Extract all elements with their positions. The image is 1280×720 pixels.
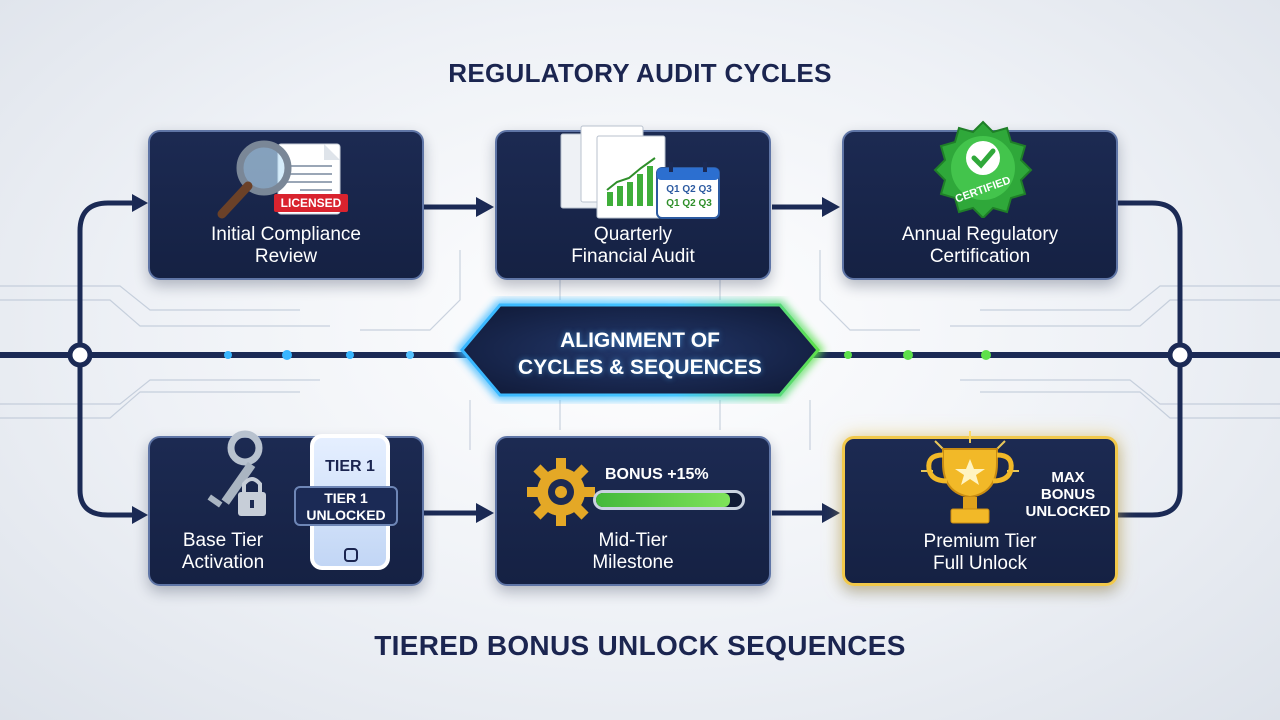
- axis-dots: [224, 350, 991, 360]
- progress-fill: [596, 493, 731, 507]
- certified-seal-icon: [933, 120, 1033, 218]
- calendar-row-2: Q1 Q2 Q3: [666, 198, 712, 209]
- audit-cycles-title: REGULATORY AUDIT CYCLES: [448, 58, 832, 88]
- card-label-line-1: Initial Compliance: [211, 224, 361, 245]
- badge-line-1: TIER 1: [324, 490, 368, 506]
- badge-line-2: UNLOCKED: [306, 507, 386, 523]
- hub-line-1: ALIGNMENT OF: [560, 329, 720, 352]
- licensed-badge: LICENSED: [280, 196, 342, 210]
- card-label-line-1: Annual Regulatory: [901, 224, 1059, 245]
- card-label-line-2: Certification: [929, 246, 1031, 267]
- max-bonus-badge: MAX BONUS UNLOCKED: [1023, 469, 1113, 520]
- mid-tier-card[interactable]: BONUS +15% Mid-Tier Milestone: [495, 436, 771, 586]
- card-label-line-2: Full Unlock: [933, 553, 1027, 574]
- bonus-label: BONUS +15%: [605, 466, 709, 483]
- bonus-progress-bar: [593, 490, 745, 510]
- card-label-line-2: Review: [254, 246, 318, 267]
- max-line-2: BONUS: [1040, 486, 1096, 503]
- alignment-hub-label: ALIGNMENT OF CYCLES & SEQUENCES: [462, 327, 818, 381]
- calendar-row-1: Q1 Q2 Q3: [666, 184, 712, 195]
- card-label-line-1: Base Tier: [182, 530, 264, 551]
- trophy-icon: [921, 431, 1019, 524]
- hub-shape: [460, 303, 820, 397]
- card-label-line-2: Milestone: [592, 552, 674, 573]
- magnifier-document-icon: [217, 140, 348, 219]
- premium-tier-card[interactable]: MAX BONUS UNLOCKED Premium Tier Full Unl…: [842, 431, 1118, 586]
- card-label-line-1: Mid-Tier: [598, 530, 668, 551]
- hub-line-2: CYCLES & SEQUENCES: [518, 356, 762, 379]
- card-label-line-1: Premium Tier: [923, 531, 1037, 552]
- quarterly-audit-card[interactable]: Q1 Q2 Q3 Q1 Q2 Q3 Quarterly Financial Au…: [495, 125, 771, 280]
- circuit-traces: [0, 250, 1280, 450]
- card-label-line-1: Quarterly: [593, 224, 673, 245]
- financial-report-calendar-icon: [560, 125, 720, 219]
- max-line-3: UNLOCKED: [1025, 503, 1111, 520]
- tier-unlocked-badge: TIER 1 UNLOCKED: [294, 486, 398, 526]
- gear-icon: [527, 458, 595, 526]
- key-padlock-icon: [207, 430, 266, 516]
- max-line-1: MAX: [1051, 469, 1085, 486]
- annual-certification-card[interactable]: CERTIFIED Annual Regulatory Certificatio…: [842, 120, 1118, 280]
- card-label-line-2: Activation: [181, 552, 265, 573]
- phone-tier-label: TIER 1: [325, 458, 375, 475]
- card-label-line-2: Financial Audit: [571, 246, 695, 267]
- base-tier-card[interactable]: TIER 1 TIER 1 UNLOCKED Base Tier Activat…: [148, 430, 424, 586]
- initial-compliance-card[interactable]: LICENSED Initial Compliance Review: [148, 130, 424, 280]
- bonus-sequences-title: TIERED BONUS UNLOCK SEQUENCES: [374, 630, 906, 661]
